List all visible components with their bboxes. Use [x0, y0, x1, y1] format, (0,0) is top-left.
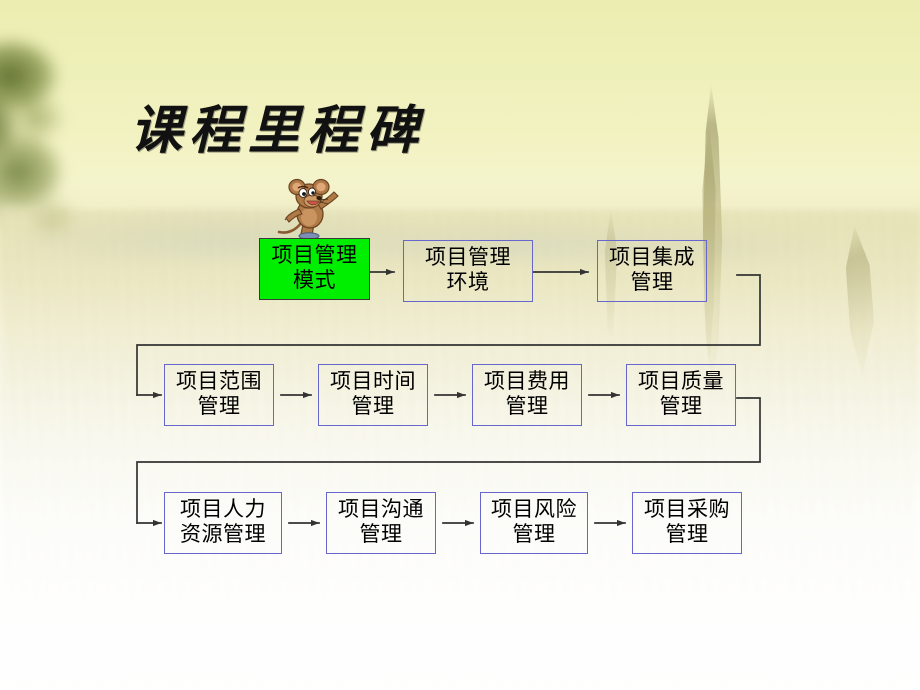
flow-node-project-procurement-management[interactable]: 项目采购 管理: [632, 492, 742, 554]
node-line-2: 管理: [630, 270, 674, 294]
background-tree: [0, 22, 126, 280]
node-line-1: 项目人力: [180, 497, 266, 522]
node-line-2: 管理: [512, 522, 556, 546]
node-line-1: 项目管理: [271, 243, 358, 268]
node-line-2: 管理: [197, 394, 241, 418]
node-line-2: 管理: [505, 394, 549, 418]
node-line-2: 管理: [351, 394, 395, 418]
node-line-2: 模式: [293, 268, 336, 292]
flow-node-project-risk-management[interactable]: 项目风险 管理: [480, 492, 588, 554]
edge-n3-n4-wrap: [136, 274, 761, 396]
node-line-2: 管理: [665, 522, 709, 546]
flow-node-project-quality-management[interactable]: 项目质量 管理: [626, 364, 736, 426]
node-line-1: 项目质量: [638, 369, 724, 394]
node-line-1: 项目费用: [484, 369, 570, 394]
cartoon-mouse-icon: [277, 178, 339, 240]
node-line-1: 项目风险: [491, 497, 577, 522]
flow-node-project-management-environment[interactable]: 项目管理 环境: [403, 240, 533, 302]
node-line-2: 管理: [659, 394, 703, 418]
node-line-1: 项目采购: [644, 497, 730, 522]
node-line-2: 管理: [359, 522, 403, 546]
flow-node-project-cost-management[interactable]: 项目费用 管理: [472, 364, 582, 426]
flow-node-project-hr-management[interactable]: 项目人力 资源管理: [164, 492, 282, 554]
node-line-1: 项目集成: [609, 245, 695, 270]
flow-node-project-management-model[interactable]: 项目管理 模式: [259, 238, 370, 300]
flow-node-project-scope-management[interactable]: 项目范围 管理: [164, 364, 274, 426]
flow-node-project-time-management[interactable]: 项目时间 管理: [318, 364, 428, 426]
node-line-1: 项目时间: [330, 369, 416, 394]
node-line-1: 项目沟通: [338, 497, 424, 522]
node-line-2: 环境: [446, 270, 490, 294]
flow-node-project-integration-management[interactable]: 项目集成 管理: [597, 240, 707, 302]
background-bottom-fade: [0, 390, 920, 690]
background-hill: [0, 186, 920, 260]
node-line-1: 项目范围: [176, 369, 262, 394]
node-line-1: 项目管理: [425, 245, 511, 270]
edge-n7-n8-wrap: [136, 397, 761, 524]
node-line-2: 资源管理: [180, 522, 266, 546]
background-wheat-stalk-tall-2: [702, 120, 716, 370]
flow-node-project-communication-management[interactable]: 项目沟通 管理: [326, 492, 436, 554]
page-title: 课程里程碑: [130, 100, 426, 161]
